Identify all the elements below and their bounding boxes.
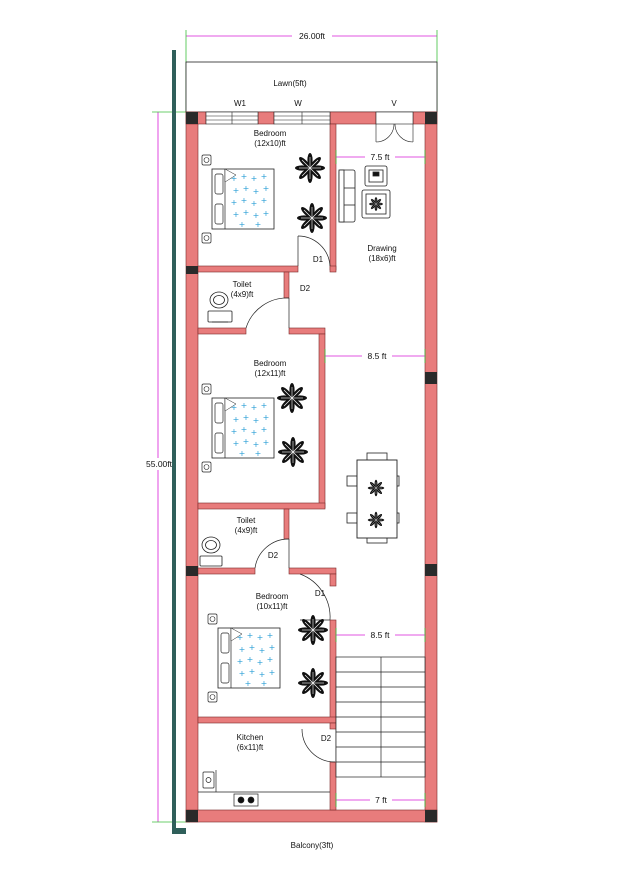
toilet1-name: Toilet bbox=[233, 280, 252, 289]
main-door bbox=[375, 111, 414, 143]
armchair-icon bbox=[361, 189, 391, 219]
stove-icon bbox=[233, 793, 259, 807]
stair-width-dimension: 8.5 ft bbox=[335, 628, 426, 642]
toilet1-size: (4x9)ft bbox=[231, 290, 254, 299]
overall-length-label: 55.00ft bbox=[146, 459, 173, 469]
edge-post-foot bbox=[172, 828, 186, 834]
bedroom3-name: Bedroom bbox=[256, 592, 289, 601]
overall-width-label: 26.00ft bbox=[299, 31, 326, 41]
toilet2-name: Toilet bbox=[237, 516, 256, 525]
bed-icon bbox=[201, 383, 275, 473]
columns bbox=[186, 112, 437, 822]
plant-icon bbox=[297, 667, 329, 699]
door-bedroom1 bbox=[297, 235, 331, 267]
toilet2-size: (4x9)ft bbox=[235, 526, 258, 535]
door-toilet1 bbox=[245, 297, 290, 329]
overall-length-dimension: 55.00ft bbox=[142, 111, 190, 823]
window-w bbox=[273, 111, 331, 125]
bedroom2-name: Bedroom bbox=[254, 359, 287, 368]
toilet-icon bbox=[207, 291, 233, 323]
plant-icon bbox=[294, 152, 326, 184]
sink-icon bbox=[202, 771, 215, 789]
dining-table-icon bbox=[346, 452, 400, 544]
drawing-size: (18x6)ft bbox=[368, 254, 396, 263]
stair-width-label: 8.5 ft bbox=[371, 630, 391, 640]
kitchen-name: Kitchen bbox=[237, 733, 264, 742]
edge-post bbox=[172, 50, 176, 834]
balcony-label: Balcony(3ft) bbox=[291, 841, 334, 850]
dining-width-label: 8.5 ft bbox=[368, 351, 388, 361]
bottom-width-dimension: 7 ft bbox=[335, 793, 426, 807]
bed-icon bbox=[207, 613, 281, 703]
plant-icon bbox=[276, 382, 308, 414]
plant-icon bbox=[277, 436, 309, 468]
dining-width-dimension: 8.5 ft bbox=[324, 349, 426, 363]
drawing-name: Drawing bbox=[367, 244, 396, 253]
door-toilet2 bbox=[254, 538, 290, 569]
lawn-label: Lawn(5ft) bbox=[273, 79, 307, 88]
drawing-width-label: 7.5 ft bbox=[371, 152, 391, 162]
window-w-label: W bbox=[294, 99, 302, 108]
bedroom3-size: (10x11)ft bbox=[257, 602, 289, 611]
window-w1-label: W1 bbox=[234, 99, 247, 108]
bedroom1-size: (12x10)ft bbox=[254, 139, 286, 148]
armchair-icon bbox=[364, 165, 388, 187]
bedroom1-name: Bedroom bbox=[254, 129, 287, 138]
door-kitchen-label: D2 bbox=[321, 734, 332, 743]
staircase-icon bbox=[335, 656, 426, 778]
lawn bbox=[185, 61, 438, 113]
kitchen-counter bbox=[198, 770, 330, 793]
door-toilet1-label: D2 bbox=[300, 284, 311, 293]
door-bedroom3-label: D1 bbox=[315, 589, 326, 598]
drawing-width-dimension: 7.5 ft bbox=[335, 150, 426, 164]
bedroom2-size: (12x11)ft bbox=[255, 369, 287, 378]
plant-icon bbox=[297, 614, 329, 646]
door-toilet2-label: D2 bbox=[268, 551, 279, 560]
plant-icon bbox=[296, 202, 328, 234]
bottom-width-label: 7 ft bbox=[375, 795, 387, 805]
kitchen-size: (6x11)ft bbox=[237, 743, 264, 752]
toilet-icon bbox=[199, 536, 223, 567]
door-bedroom1-label: D1 bbox=[313, 255, 324, 264]
window-w1 bbox=[205, 111, 259, 125]
sofa-icon bbox=[338, 169, 356, 223]
ventilator-label: V bbox=[391, 99, 397, 108]
bed-icon bbox=[201, 154, 275, 244]
